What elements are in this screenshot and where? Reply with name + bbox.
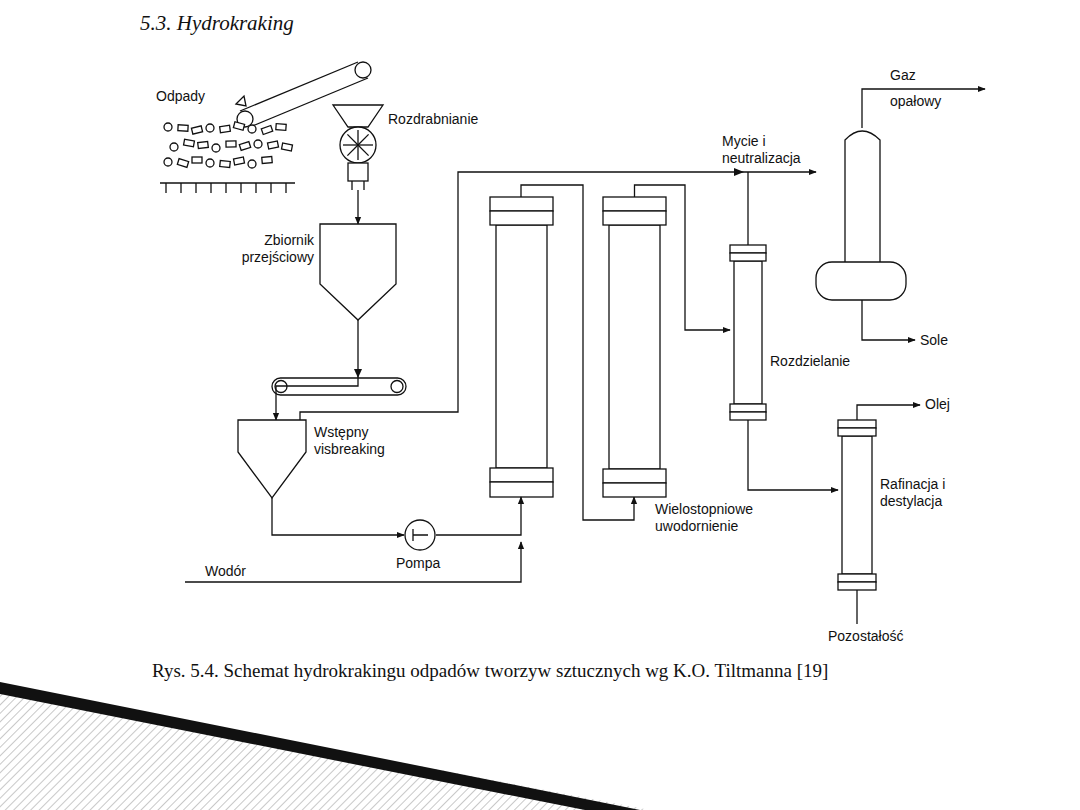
refining-column-outline bbox=[838, 420, 876, 590]
flow-connector bbox=[276, 320, 358, 420]
refining-column: Rafinacja i destylacja bbox=[838, 420, 876, 590]
node-label: Wielostopniowe uwodornienie bbox=[655, 501, 753, 535]
output-label: Olej bbox=[925, 396, 950, 413]
node-label: Rafinacja i destylacja bbox=[880, 476, 972, 510]
stream-label: Wodór bbox=[205, 563, 246, 580]
node-label: Odpady bbox=[156, 88, 205, 105]
flow-connector bbox=[748, 420, 838, 490]
process-label: Mycie i neutralizacja bbox=[722, 133, 822, 167]
visbreaking-vessel-outline bbox=[238, 420, 306, 498]
reactor-column bbox=[490, 197, 553, 497]
node-label: Pompa bbox=[396, 555, 440, 572]
output-label: Gaz opałowy bbox=[890, 62, 941, 114]
section-title: 5.3. Hydrokraking bbox=[140, 10, 294, 36]
separation-column-outline bbox=[730, 245, 766, 420]
flow-arrowhead bbox=[354, 168, 744, 378]
figure-caption: Rys. 5.4. Schemat hydrokrakingu odpadów … bbox=[152, 659, 828, 683]
slide-wedge bbox=[0, 682, 640, 810]
shredder-outline bbox=[333, 105, 383, 190]
flow-connector bbox=[357, 190, 358, 224]
node-label: Rozdzielanie bbox=[770, 353, 850, 370]
separation-column: Rozdzielanie bbox=[730, 245, 766, 420]
waste-pile-outline bbox=[160, 115, 295, 195]
visbreaking-vessel: Wstępny visbreaking bbox=[238, 420, 306, 498]
pipe bbox=[185, 89, 985, 624]
buffer-tank: Zbiornik przejściowy bbox=[320, 224, 396, 320]
pump: Pompa bbox=[404, 519, 436, 551]
reactor-column: Wielostopniowe uwodornienie bbox=[603, 197, 666, 497]
flow-connector bbox=[272, 498, 404, 535]
output-label: Sole bbox=[920, 332, 948, 349]
reactor-column-outline bbox=[603, 197, 666, 497]
waste-pile: Odpady bbox=[160, 115, 295, 195]
shredder: Rozdrabnianie bbox=[333, 105, 383, 190]
node-label: Rozdrabnianie bbox=[388, 111, 478, 128]
washing-column bbox=[816, 131, 906, 300]
buffer-tank-outline bbox=[320, 224, 396, 320]
node-label: Zbiornik przejściowy bbox=[220, 232, 314, 266]
node-label: Wstępny visbreaking bbox=[314, 424, 385, 458]
output-label: Pozostałość bbox=[828, 628, 903, 645]
pump-outline bbox=[404, 519, 436, 551]
